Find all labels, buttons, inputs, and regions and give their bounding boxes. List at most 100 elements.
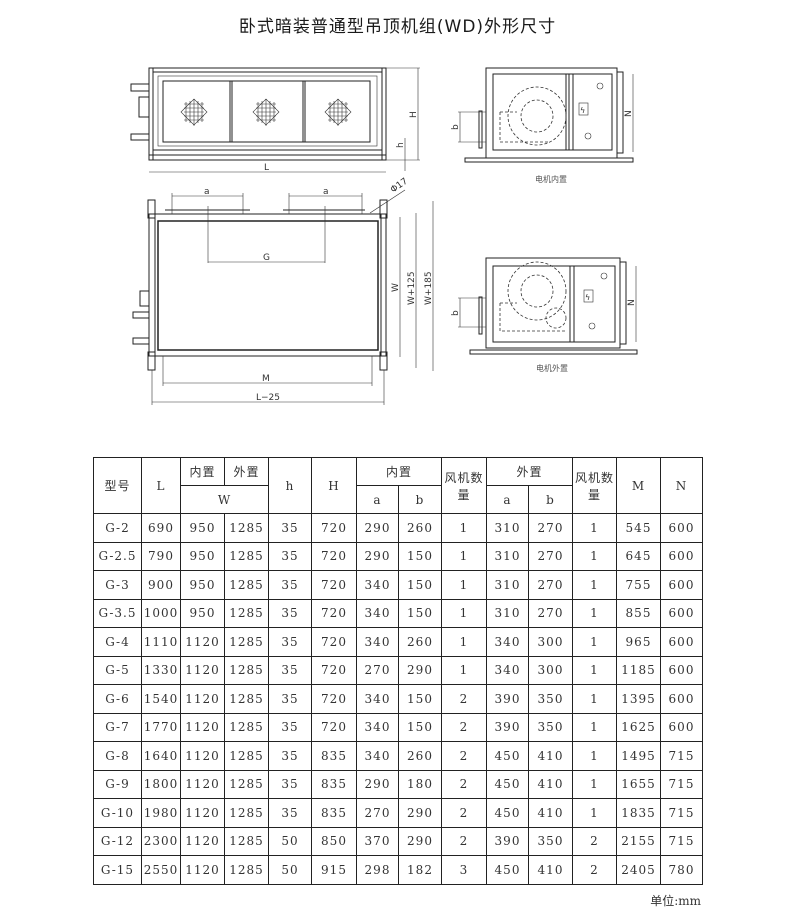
header-outer: 外置 [486,457,573,486]
table-cell: 150 [398,712,442,742]
header-inner: 内置 [356,457,442,486]
grounding-icon [596,82,604,90]
table-cell: 1120 [180,741,225,771]
table-cell: G-4 [93,627,142,657]
table-cell: 270 [528,541,573,571]
table-cell: 835 [311,741,357,771]
table-cell: 290 [398,826,442,856]
table-cell: 410 [528,741,573,771]
table-cell: 1 [572,598,617,628]
table-cell: 835 [311,769,357,799]
table-cell: 50 [268,855,312,885]
table-cell: G-2.5 [93,541,142,571]
header-L: L [141,457,181,514]
table-cell: 1285 [224,541,269,571]
table-cell: 1120 [180,627,225,657]
table-cell: 1285 [224,684,269,714]
header-W-inner: 内置 [180,457,225,486]
table-cell: 720 [311,598,357,628]
table-cell: 1495 [616,741,661,771]
table-cell: 1285 [224,769,269,799]
header-fan-count-inner: 风机数量 [441,457,487,514]
table-cell: G-2 [93,513,142,543]
table-cell: 35 [268,798,312,828]
table-cell: 1120 [180,769,225,799]
table-cell: 1285 [224,798,269,828]
header-outer-a: a [486,485,529,514]
unit-label: 单位:mm [650,894,701,908]
table-cell: 1 [572,798,617,828]
table-cell: 3 [441,855,487,885]
header-model: 型号 [93,457,142,514]
table-cell: 340 [356,684,399,714]
table-cell: 260 [398,627,442,657]
table-cell: 1770 [141,712,181,742]
table-cell: 370 [356,826,399,856]
table-cell: 35 [268,570,312,600]
table-cell: 1 [441,570,487,600]
table-cell: 290 [356,541,399,571]
table-cell: 715 [660,769,703,799]
table-cell: 1540 [141,684,181,714]
table-cell: 950 [180,570,225,600]
table-cell: G-8 [93,741,142,771]
table-cell: 1 [572,627,617,657]
header-N: N [660,457,703,514]
dim-h-label: h [396,142,406,148]
table-cell: 1285 [224,741,269,771]
svg-text:ϟ: ϟ [580,106,585,115]
table-cell: 950 [180,541,225,571]
table-cell: 35 [268,741,312,771]
page-title: 卧式暗装普通型吊顶机组(WD)外形尺寸 [238,17,557,37]
table-cell: 1640 [141,741,181,771]
table-cell: 300 [528,655,573,685]
table-cell: G-3.5 [93,598,142,628]
table-cell: 270 [528,570,573,600]
table-cell: 1330 [141,655,181,685]
table-cell: 1 [572,541,617,571]
table-cell: 260 [398,741,442,771]
table-cell: 300 [528,627,573,657]
table-cell: 2 [441,741,487,771]
table-cell: 720 [311,684,357,714]
table-cell: 715 [660,741,703,771]
table-cell: 35 [268,769,312,799]
table-cell: 2 [441,769,487,799]
svg-text:ϟ: ϟ [585,293,590,302]
table-cell: 1000 [141,598,181,628]
table-cell: 850 [311,826,357,856]
table-cell: 1395 [616,684,661,714]
dimension-table: 型号 L 内置 外置 h H 内置 风机数量 外置 风机数量 M N W a b… [93,457,703,885]
table-cell: 340 [356,712,399,742]
table-cell: 1 [572,513,617,543]
dim-G-label: G [263,253,270,263]
table-cell: 1120 [180,655,225,685]
table-cell: 150 [398,684,442,714]
table-cell: 350 [528,712,573,742]
table-cell: 1625 [616,712,661,742]
table-cell: 1285 [224,513,269,543]
table-cell: 1835 [616,798,661,828]
table-cell: 1 [441,627,487,657]
table-cell: 1285 [224,627,269,657]
table-cell: 310 [486,570,529,600]
table-cell: 2 [441,684,487,714]
table-cell: 950 [180,513,225,543]
table-cell: 260 [398,513,442,543]
table-cell: G-10 [93,798,142,828]
table-cell: 450 [486,855,529,885]
table-cell: 182 [398,855,442,885]
table-cell: 150 [398,570,442,600]
table-cell: 1120 [180,684,225,714]
dim-N-label-2: N [627,299,637,306]
header-H: H [311,457,357,514]
dim-a-label-1: a [204,187,210,197]
